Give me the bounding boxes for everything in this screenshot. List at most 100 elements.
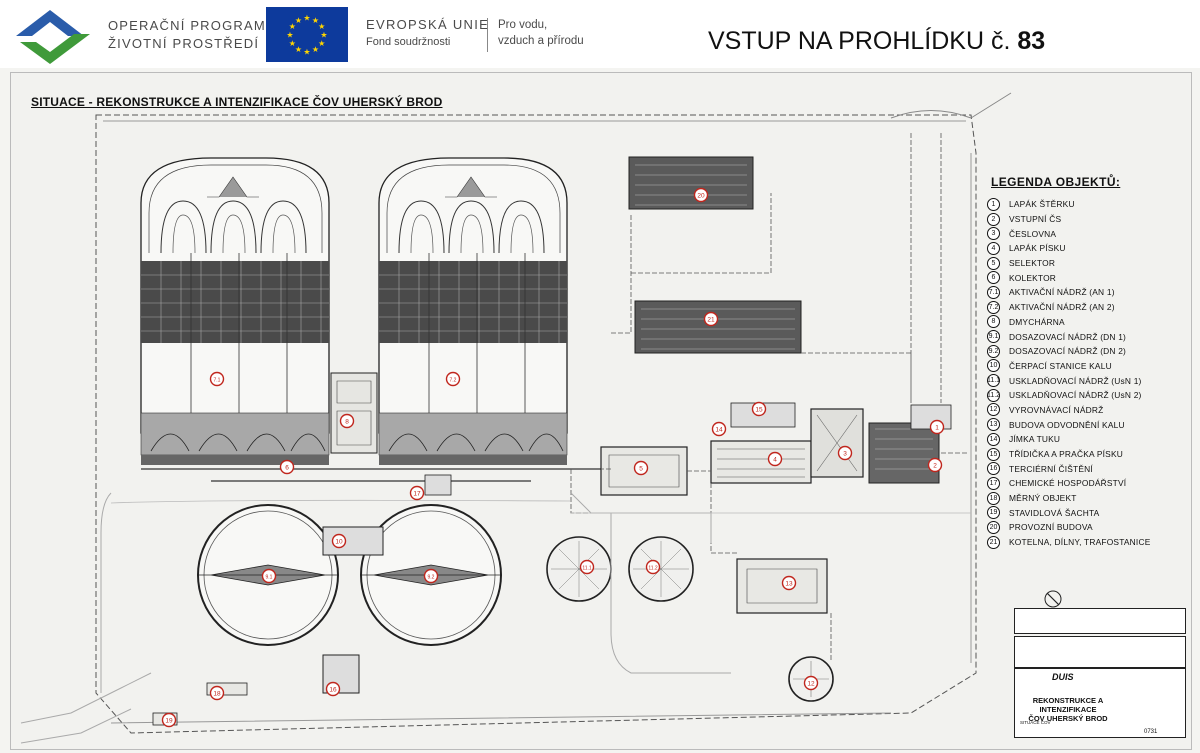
- legend-item-label: USKLADŇOVACÍ NÁDRŽ (UsN 2): [1009, 390, 1142, 401]
- object-marker: 12: [803, 675, 819, 691]
- collector-channel: [141, 468, 611, 482]
- legend-item-label: DMYCHÁRNA: [1009, 316, 1065, 327]
- legend-item-number: 9.2: [987, 344, 1000, 358]
- object-marker: 7.1: [209, 371, 225, 387]
- legend-item-label: KOTELNA, DÍLNY, TRAFOSTANICE: [1009, 537, 1151, 548]
- access-road: [20, 672, 152, 744]
- tertiary-box: [322, 654, 360, 694]
- boiler-house: [634, 300, 802, 354]
- legend-item-label: SELEKTOR: [1009, 258, 1056, 269]
- object-marker-label: 9.2: [428, 575, 435, 581]
- object-marker: 7.2: [445, 371, 461, 387]
- legend-item-label: AKTIVAČNÍ NÁDRŽ (AN 2): [1009, 302, 1115, 313]
- legend-item-number: 16: [987, 462, 1000, 476]
- boundary-fence: [890, 92, 1012, 119]
- object-marker: 9.1: [261, 568, 277, 584]
- legend-item-number: 11.1: [987, 374, 1000, 388]
- legend-item-label: ČERPACÍ STANICE KALU: [1009, 360, 1112, 371]
- tour-entry-label: VSTUP NA PROHLÍDKU č. 83: [708, 27, 1045, 56]
- object-marker: 5: [633, 460, 649, 476]
- title-block-revisions: [1014, 608, 1186, 634]
- object-marker: 1: [929, 419, 945, 435]
- plan-title: SITUACE - REKONSTRUKCE A INTENZIFIKACE Č…: [31, 95, 443, 109]
- object-marker: 13: [781, 575, 797, 591]
- legend-item-number: 8: [987, 315, 1000, 329]
- legend-title: LEGENDA OBJEKTŮ:: [991, 175, 1121, 189]
- site-boundary: [95, 114, 977, 734]
- legend-item-number: 7.2: [987, 300, 1000, 314]
- legend-item-label: ČESLOVNA: [1009, 228, 1057, 239]
- legend-item-number: 7.1: [987, 285, 1000, 299]
- company-logo: DUIS: [1052, 672, 1074, 682]
- object-marker-label: 11.2: [648, 566, 658, 572]
- object-marker-label: 6: [285, 465, 289, 472]
- object-marker-label: 4: [773, 457, 777, 464]
- legend-item-label: AKTIVAČNÍ NÁDRŽ (AN 1): [1009, 287, 1115, 298]
- legend-item-label: LAPÁK ŠTĚRKU: [1009, 199, 1075, 210]
- legend-item: 7.1 AKTIVAČNÍ NÁDRŽ (AN 1): [987, 285, 1183, 300]
- legend-item-number: 10: [987, 359, 1000, 373]
- object-marker-label: 11.1: [582, 566, 592, 572]
- legend-item: 16 TERCIÉRNÍ ČIŠTĚNÍ: [987, 461, 1183, 476]
- object-marker: 6: [279, 459, 295, 475]
- legend-item-label: JÍMKA TUKU: [1009, 434, 1061, 445]
- object-marker-label: 8: [345, 419, 349, 426]
- grit-trap: [710, 440, 812, 484]
- separator: [487, 18, 488, 52]
- object-marker: 16: [325, 681, 341, 697]
- site-plan-svg: 1234567.17.289.19.21011.111.212131415161…: [20, 92, 1062, 744]
- object-marker: 15: [751, 401, 767, 417]
- legend-item-label: LAPÁK PÍSKU: [1009, 243, 1066, 254]
- eu-label: EVROPSKÁ UNIE Fond soudržnosti: [366, 17, 490, 48]
- site-plan-drawing: SITUACE - REKONSTRUKCE A INTENZIFIKACE Č…: [10, 72, 1192, 750]
- legend-item-label: CHEMICKÉ HOSPODÁŘSTVÍ: [1009, 478, 1127, 489]
- legend-item-number: 4: [987, 241, 1000, 255]
- eu-star-icon: ★: [289, 22, 296, 31]
- object-marker-label: 17: [413, 491, 421, 498]
- legend-item-number: 17: [987, 476, 1000, 490]
- eu-star-icon: ★: [286, 31, 293, 40]
- object-marker-label: 2: [933, 463, 937, 470]
- blower-house: [330, 372, 378, 454]
- object-marker: 18: [209, 685, 225, 701]
- legend-item: 14 JÍMKA TUKU: [987, 432, 1183, 447]
- operating-building: [628, 156, 754, 210]
- eu-star-icon: ★: [318, 39, 325, 48]
- object-marker-label: 1: [935, 425, 939, 432]
- eu-star-icon: ★: [295, 16, 302, 25]
- eu-star-icon: ★: [295, 45, 302, 54]
- legend-item-number: 14: [987, 432, 1000, 446]
- legend-item-label: TŘÍDIČKA A PRAČKA PÍSKU: [1009, 449, 1123, 460]
- legend-item-label: TERCIÉRNÍ ČIŠTĚNÍ: [1009, 463, 1093, 474]
- inlet-pumping: [868, 422, 940, 484]
- object-marker-label: 5: [639, 466, 643, 473]
- legend-item: 7.2 AKTIVAČNÍ NÁDRŽ (AN 2): [987, 300, 1183, 315]
- object-marker: 10: [331, 533, 347, 549]
- eu-star-icon: ★: [320, 31, 327, 40]
- north-arrow-icon: [1044, 590, 1062, 608]
- legend-item-label: BUDOVA ODVODNĚNÍ KALU: [1009, 419, 1125, 430]
- object-marker-label: 7.1: [214, 378, 221, 384]
- legend-item: 8 DMYCHÁRNA: [987, 315, 1183, 330]
- activation-tank-an1: [140, 157, 330, 465]
- object-marker: 2: [927, 457, 943, 473]
- op-zp-logo: [10, 4, 96, 71]
- eu-star-icon: ★: [318, 22, 325, 31]
- object-marker-label: 21: [707, 317, 715, 324]
- object-marker: 9.2: [423, 568, 439, 584]
- object-marker: 20: [693, 187, 709, 203]
- eu-star-icon: ★: [289, 39, 296, 48]
